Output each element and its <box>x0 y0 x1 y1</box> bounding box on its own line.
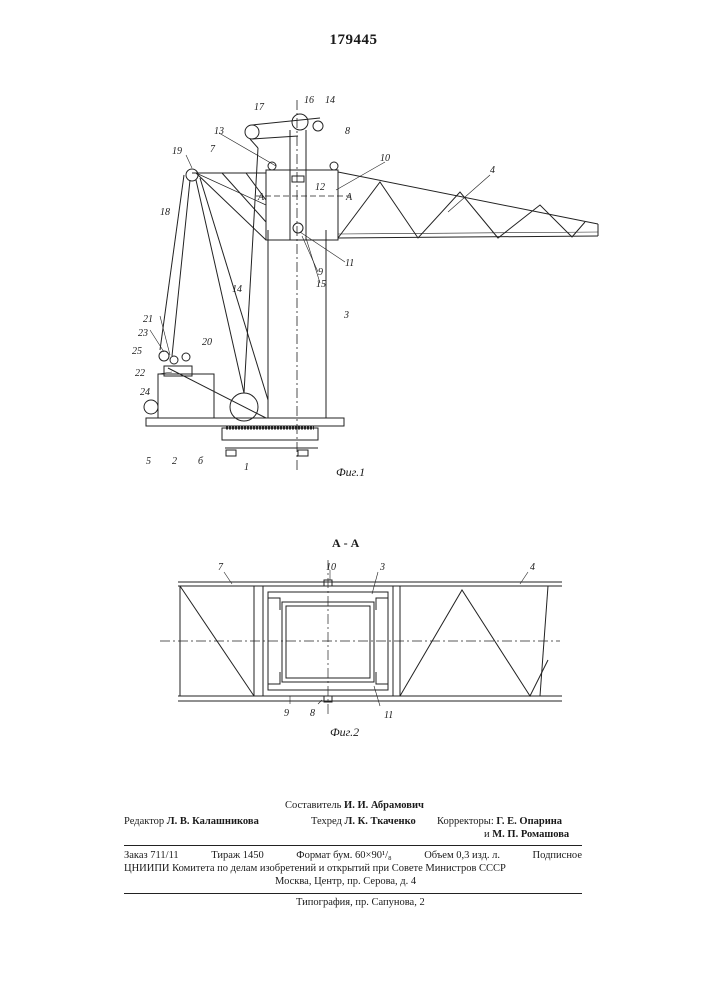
fig2-label-10: 10 <box>326 562 336 573</box>
fig1-label-6: б <box>198 456 204 467</box>
boom-root <box>266 170 338 240</box>
fig1-label-14: 14 <box>232 284 242 295</box>
fig1-label-9: 9 <box>318 267 323 278</box>
fig1-label-12: 12 <box>315 182 325 193</box>
pulley-17 <box>245 125 259 139</box>
fig1-label-5: 5 <box>146 456 151 467</box>
fig1-label-23: 23 <box>138 328 148 339</box>
fig1-label-15: 15 <box>316 279 326 290</box>
imprint-address: Москва, Центр, пр. Серова, д. 4 <box>275 876 416 888</box>
imprint-divider-2 <box>124 893 582 894</box>
fig2-section-title: А - А <box>332 536 360 550</box>
fig2-label-4: 4 <box>530 562 535 573</box>
drum-24 <box>144 400 158 414</box>
imprint-institute: ЦНИИПИ Комитета по делам изобретений и о… <box>124 863 506 875</box>
fig1-label-25: 25 <box>132 346 142 357</box>
fig1-label-11: 11 <box>345 258 354 269</box>
fig1-section-mark-a-right: A <box>345 192 353 203</box>
fig1-label-21: 21 <box>143 314 153 325</box>
fig2-label-8: 8 <box>310 708 315 719</box>
fig1-label-17: 17 <box>254 102 265 113</box>
fig2-label-7: 7 <box>218 562 224 573</box>
imprint-corrector-2: и М. П. Ромашова <box>484 829 569 841</box>
fig2-caption: Фиг.2 <box>330 725 359 739</box>
figure-2-section-a-a: А - А 7 10 3 4 9 8 11 Фиг.2 <box>0 520 707 750</box>
imprint-correctors: Корректоры: Г. Е. Опарина <box>437 816 562 828</box>
figure-1-crane-elevation: 24 25 23 21 22 20 18 19 7 13 17 16 14 8 … <box>0 0 707 500</box>
figure-1-labels: 24 25 23 21 22 20 18 19 7 13 17 16 14 8 … <box>132 95 495 479</box>
fig1-label-10: 10 <box>380 153 390 164</box>
fig1-label-13: 13 <box>214 126 224 137</box>
slewing-ring <box>222 428 318 440</box>
imprint-divider <box>124 845 582 846</box>
fig2-label-9: 9 <box>284 708 289 719</box>
fig1-label-22: 22 <box>135 368 145 379</box>
fig1-label-14-top: 14 <box>325 95 335 106</box>
fig2-label-11: 11 <box>384 710 393 721</box>
base-platform <box>146 418 344 426</box>
fig1-section-mark-a-left: A <box>257 192 265 203</box>
counterweight-box <box>158 374 214 418</box>
fig1-label-4: 4 <box>490 165 495 176</box>
fig1-label-7: 7 <box>210 144 216 155</box>
fig1-label-18: 18 <box>160 207 170 218</box>
fig1-label-8: 8 <box>345 126 350 137</box>
fig1-label-19: 19 <box>172 146 182 157</box>
imprint-editor: Редактор Л. В. Калашникова <box>124 816 259 828</box>
fig1-caption: Фиг.1 <box>336 465 365 479</box>
imprint-print-data: Заказ 711/11 Тираж 1450 Формат бум. 60×9… <box>124 850 582 862</box>
fig1-label-20: 20 <box>202 337 212 348</box>
fig1-label-24: 24 <box>140 387 150 398</box>
pulley-19 <box>186 169 198 181</box>
fig1-label-2: 2 <box>172 456 177 467</box>
imprint-printer: Типография, пр. Сапунова, 2 <box>296 897 425 909</box>
imprint-composer: Составитель И. И. Абрамович <box>285 800 424 812</box>
fig1-label-16: 16 <box>304 95 314 106</box>
fig2-label-3: 3 <box>379 562 385 573</box>
fig1-label-3: 3 <box>343 310 349 321</box>
imprint-techred: Техред Л. К. Ткаченко <box>311 816 416 828</box>
fig1-label-1: 1 <box>244 462 249 473</box>
